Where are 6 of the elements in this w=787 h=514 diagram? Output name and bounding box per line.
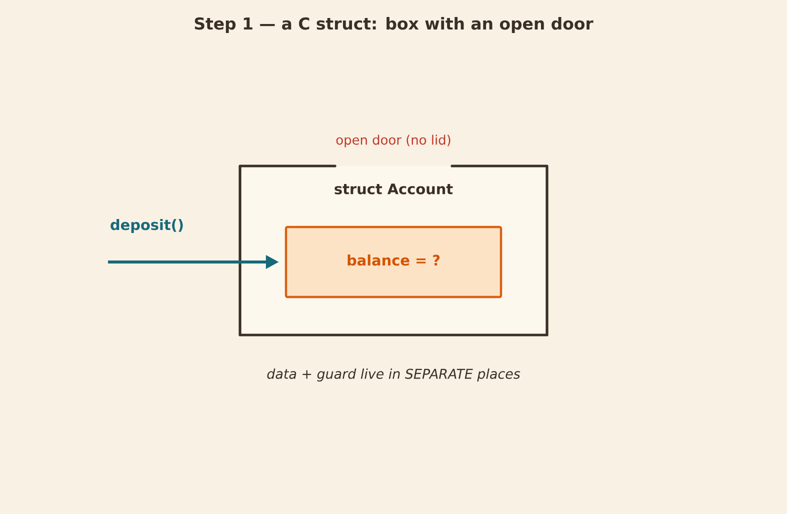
edge-label: deposit() [110, 219, 183, 233]
field-box: balance = ? [284, 226, 502, 298]
title: Step 1 — a C struct: box with an open door [194, 17, 594, 33]
caption: data + guard live in SEPARATE places [267, 368, 520, 382]
box-heading: struct Account [334, 184, 453, 194]
door-label: open door (no lid) [336, 134, 450, 148]
